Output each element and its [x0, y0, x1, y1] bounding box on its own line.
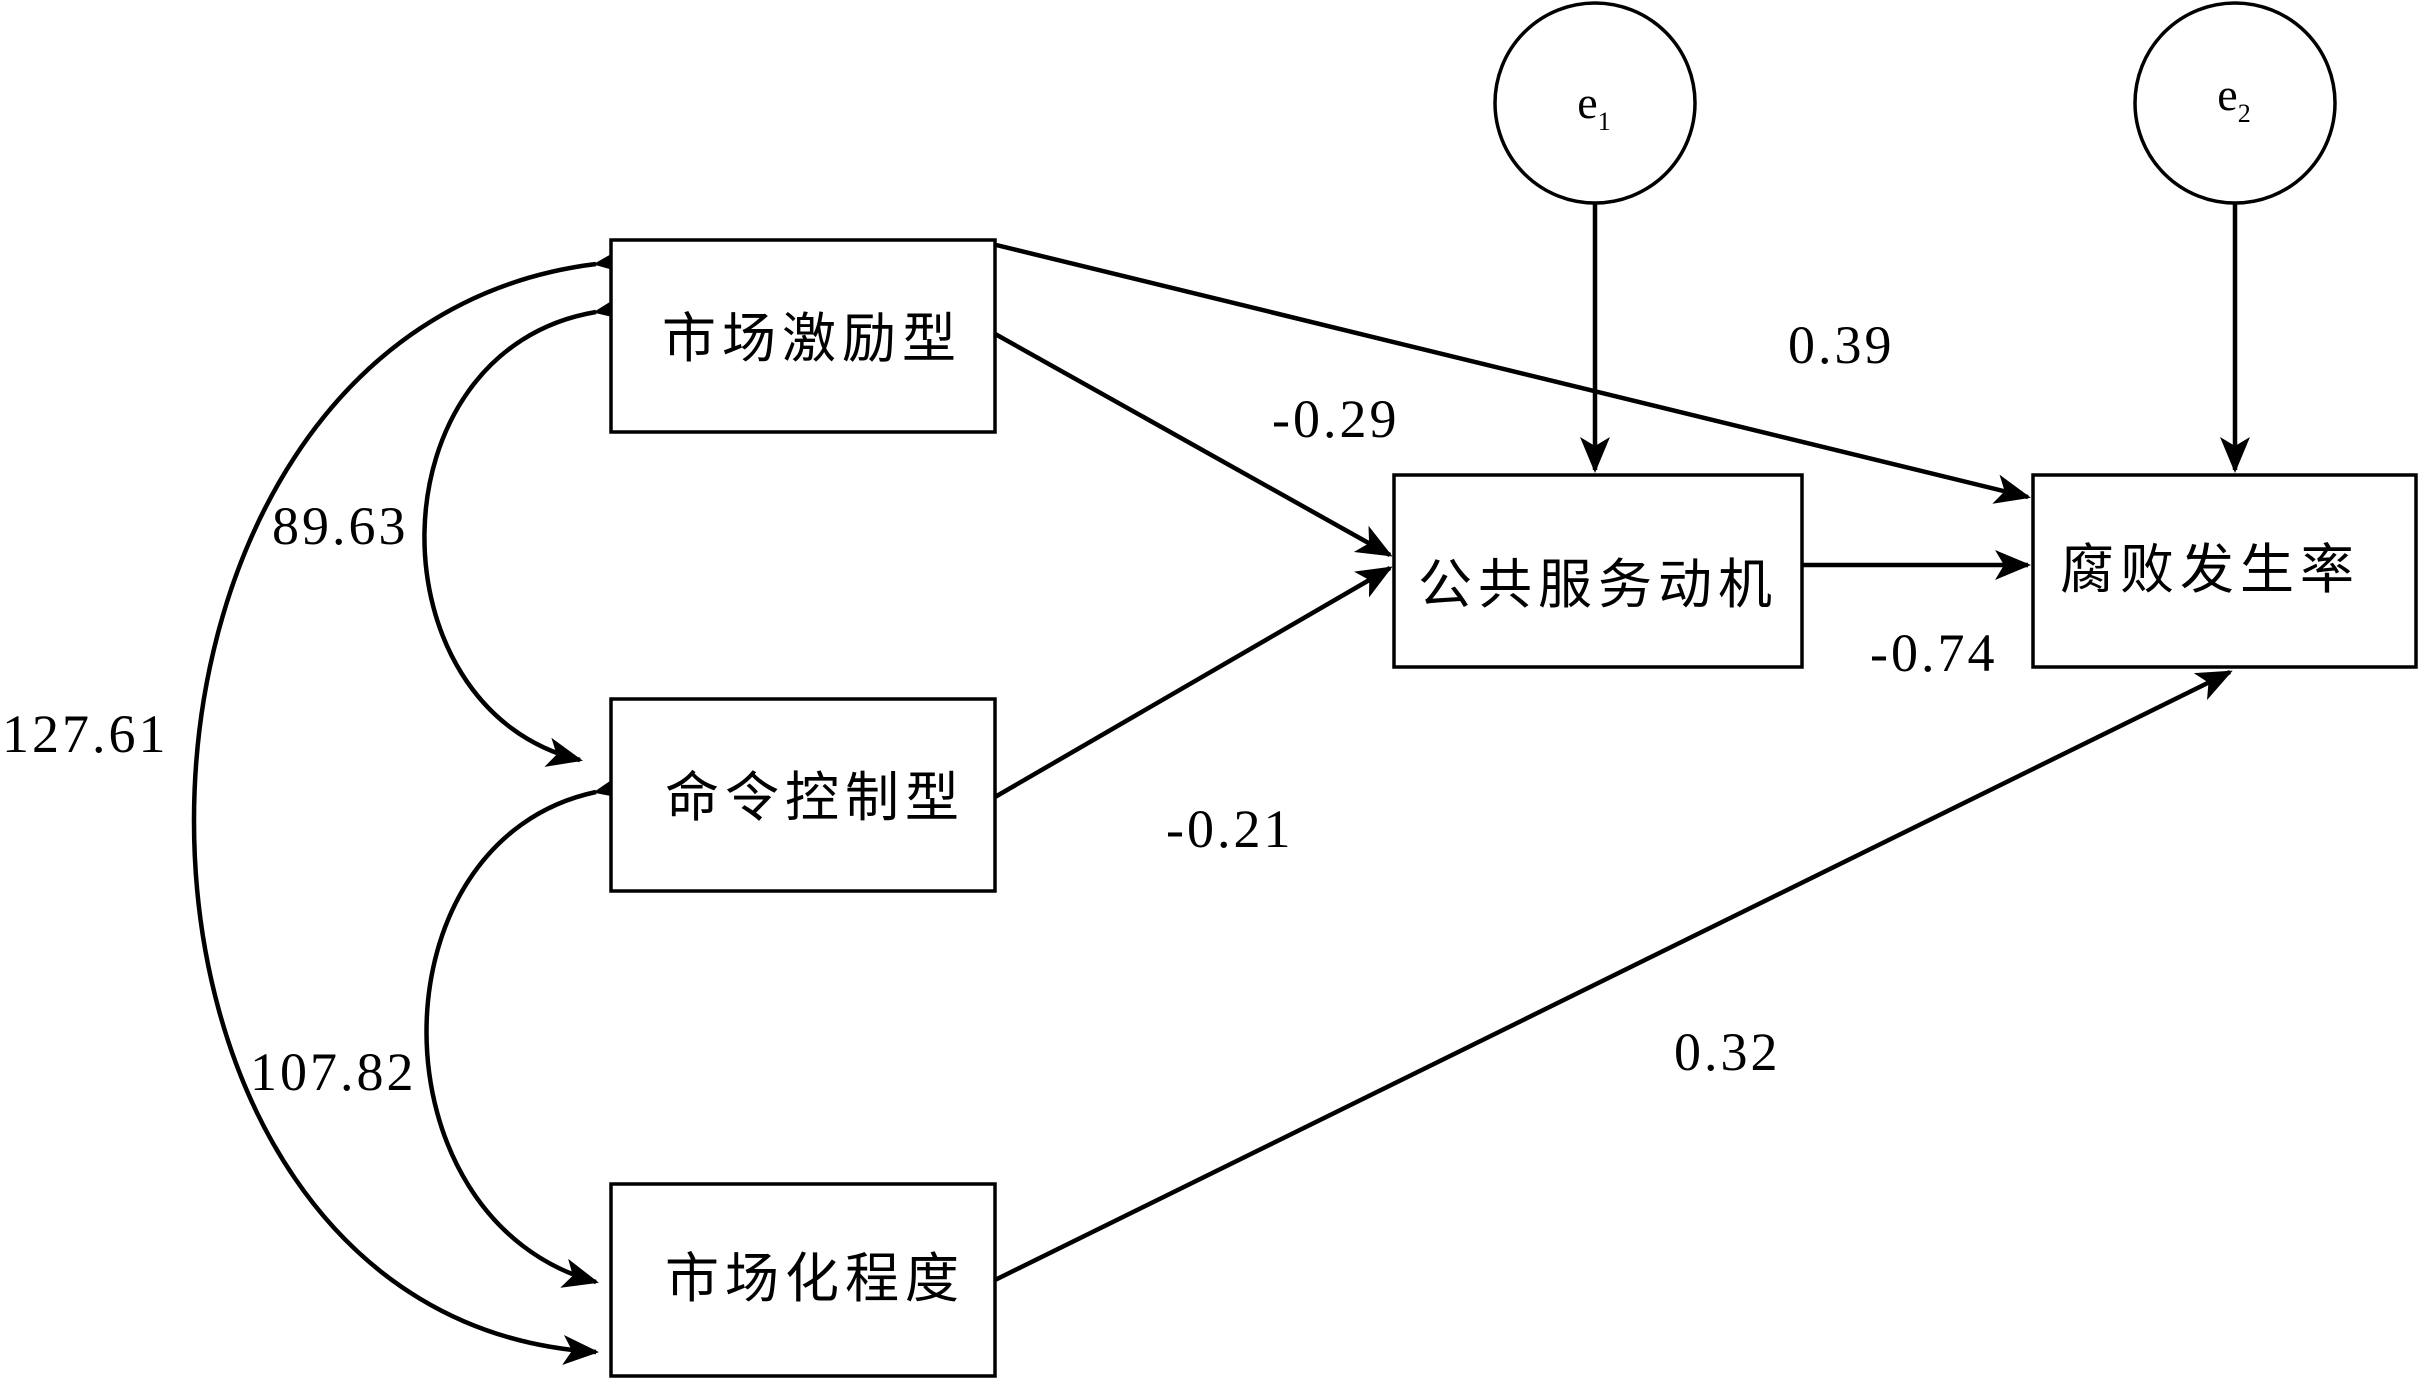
path-arrow-marketization-to-corruption-rate	[994, 669, 2233, 1283]
node-corruption-rate: 腐败发生率	[2031, 473, 2418, 669]
covariance-arc-market-incentive-marketization	[191, 245, 631, 1365]
error-term-e1: e1	[1493, 1, 1697, 205]
path-arrow-market-incentive-to-corruption-rate	[987, 240, 2031, 504]
node-label-corruption-rate: 腐败发生率	[2060, 538, 2360, 601]
coef-label-command-control-to-public-service-motivation: -0.21	[1166, 799, 1293, 859]
covariance-label-market-incentive-marketization: 127.61	[2, 704, 169, 764]
node-label-public-service-motivation: 公共服务动机	[1418, 553, 1778, 616]
node-command-control: 命令控制型	[609, 697, 997, 893]
coef-label-marketization-to-corruption-rate: 0.32	[1674, 1022, 1781, 1082]
node-public-service-motivation: 公共服务动机	[1392, 473, 1804, 669]
path-arrow-command-control-to-public-service-motivation	[993, 566, 1393, 799]
covariance-arc-market-incentive-command-control	[422, 291, 632, 767]
node-market-incentive: 市场激励型	[609, 238, 997, 434]
coef-label-market-incentive-to-corruption-rate: 0.39	[1788, 315, 1895, 375]
coef-label-public-service-motivation-to-corruption-rate: -0.74	[1870, 623, 1997, 683]
node-marketization: 市场化程度	[609, 1182, 997, 1378]
node-label-market-incentive: 市场激励型	[662, 307, 962, 370]
covariance-label-market-incentive-command-control: 89.63	[272, 496, 409, 556]
error-label-e2: e2	[2217, 69, 2250, 128]
error-label-e1: e1	[1577, 77, 1610, 136]
covariance-arc-command-control-marketization	[424, 770, 632, 1288]
coef-label-market-incentive-to-public-service-motivation: -0.29	[1272, 389, 1399, 449]
covariance-label-command-control-marketization: 107.82	[250, 1042, 417, 1102]
node-label-command-control: 命令控制型	[665, 766, 965, 829]
node-label-marketization: 市场化程度	[665, 1247, 965, 1310]
error-term-e2: e2	[2133, 1, 2337, 205]
path-arrow-market-incentive-to-public-service-motivation	[986, 328, 1393, 557]
